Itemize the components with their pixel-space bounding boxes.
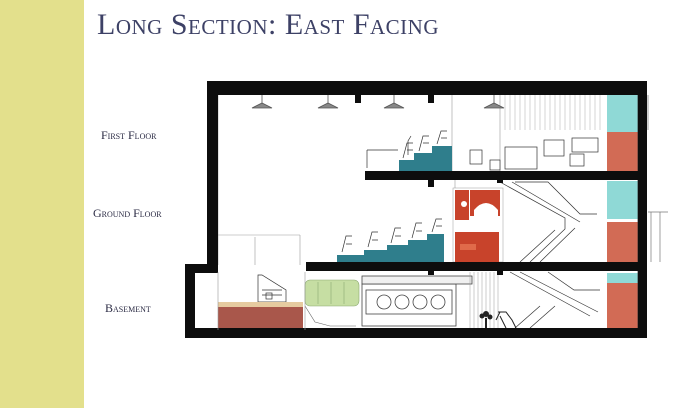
basement-plant bbox=[479, 311, 493, 328]
basement-screen bbox=[469, 272, 499, 330]
exterior-lines bbox=[647, 95, 668, 262]
floor-label-first: First Floor bbox=[101, 128, 157, 142]
section-walls bbox=[185, 81, 647, 338]
floor-label-basement: Basement bbox=[105, 301, 151, 315]
basement-bar bbox=[361, 275, 473, 327]
floor-label-ground: Ground Floor bbox=[93, 206, 162, 220]
pendant-lights bbox=[251, 95, 505, 109]
ground-floor-stair bbox=[499, 181, 597, 263]
basement-green-panels bbox=[304, 279, 360, 327]
basement-piano bbox=[257, 274, 287, 303]
ceiling-slats bbox=[504, 95, 601, 130]
ground-floor-seating bbox=[337, 218, 444, 264]
side-band bbox=[0, 0, 84, 408]
right-facade-column bbox=[607, 95, 639, 330]
basement-left-room bbox=[217, 272, 306, 330]
basement-lounge-chair bbox=[495, 311, 517, 329]
first-floor-furniture bbox=[469, 137, 599, 171]
basement-stair bbox=[509, 271, 600, 329]
basement-platform bbox=[218, 302, 303, 330]
ground-floor-bar bbox=[452, 187, 504, 263]
first-floor-seating bbox=[366, 130, 452, 171]
slide-title: Long Section: East Facing bbox=[97, 8, 440, 41]
